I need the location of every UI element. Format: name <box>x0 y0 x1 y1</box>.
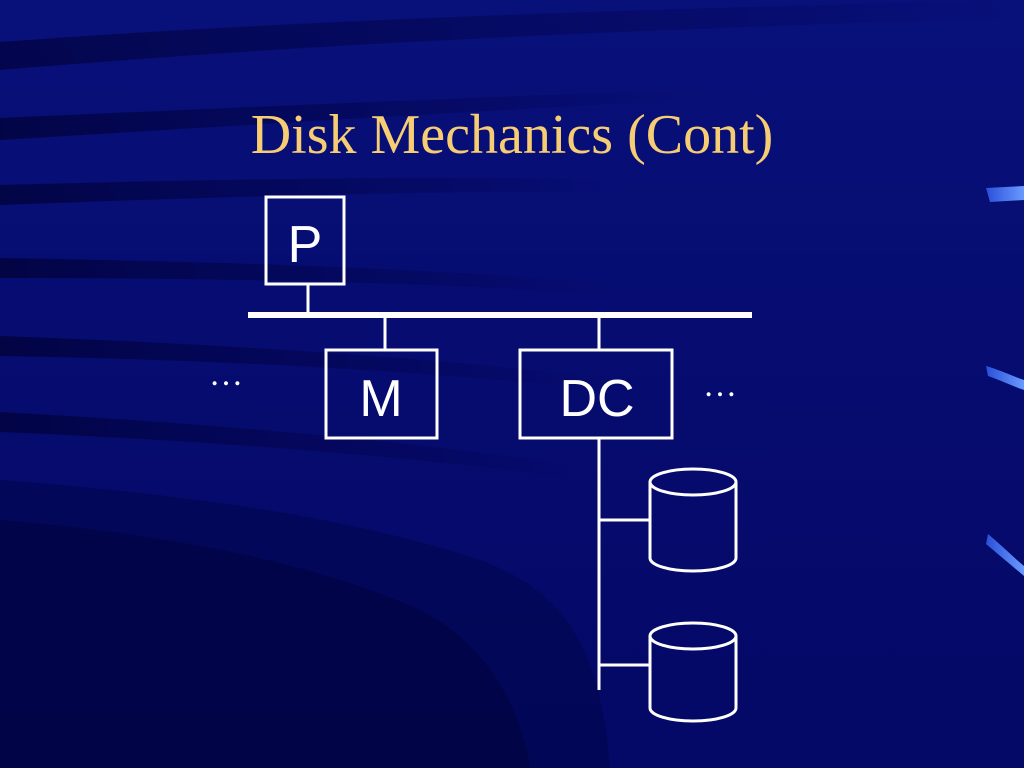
accent-tab-3 <box>986 534 1024 576</box>
disk-1-cylinder <box>648 467 738 573</box>
memory-box <box>324 348 439 440</box>
processor-label: P <box>288 216 323 274</box>
slide-title: Disk Mechanics (Cont) <box>250 104 774 166</box>
disk-controller-label: DC <box>559 370 634 428</box>
accent-tab-1 <box>986 186 1024 202</box>
accent-tab-2 <box>986 366 1024 390</box>
disk-2-cylinder <box>648 621 738 723</box>
left-ellipsis: … <box>209 356 243 393</box>
processor-box <box>264 195 346 286</box>
disk-controller-box <box>518 348 674 440</box>
memory-label: M <box>359 370 402 428</box>
right-ellipsis: … <box>703 367 737 404</box>
